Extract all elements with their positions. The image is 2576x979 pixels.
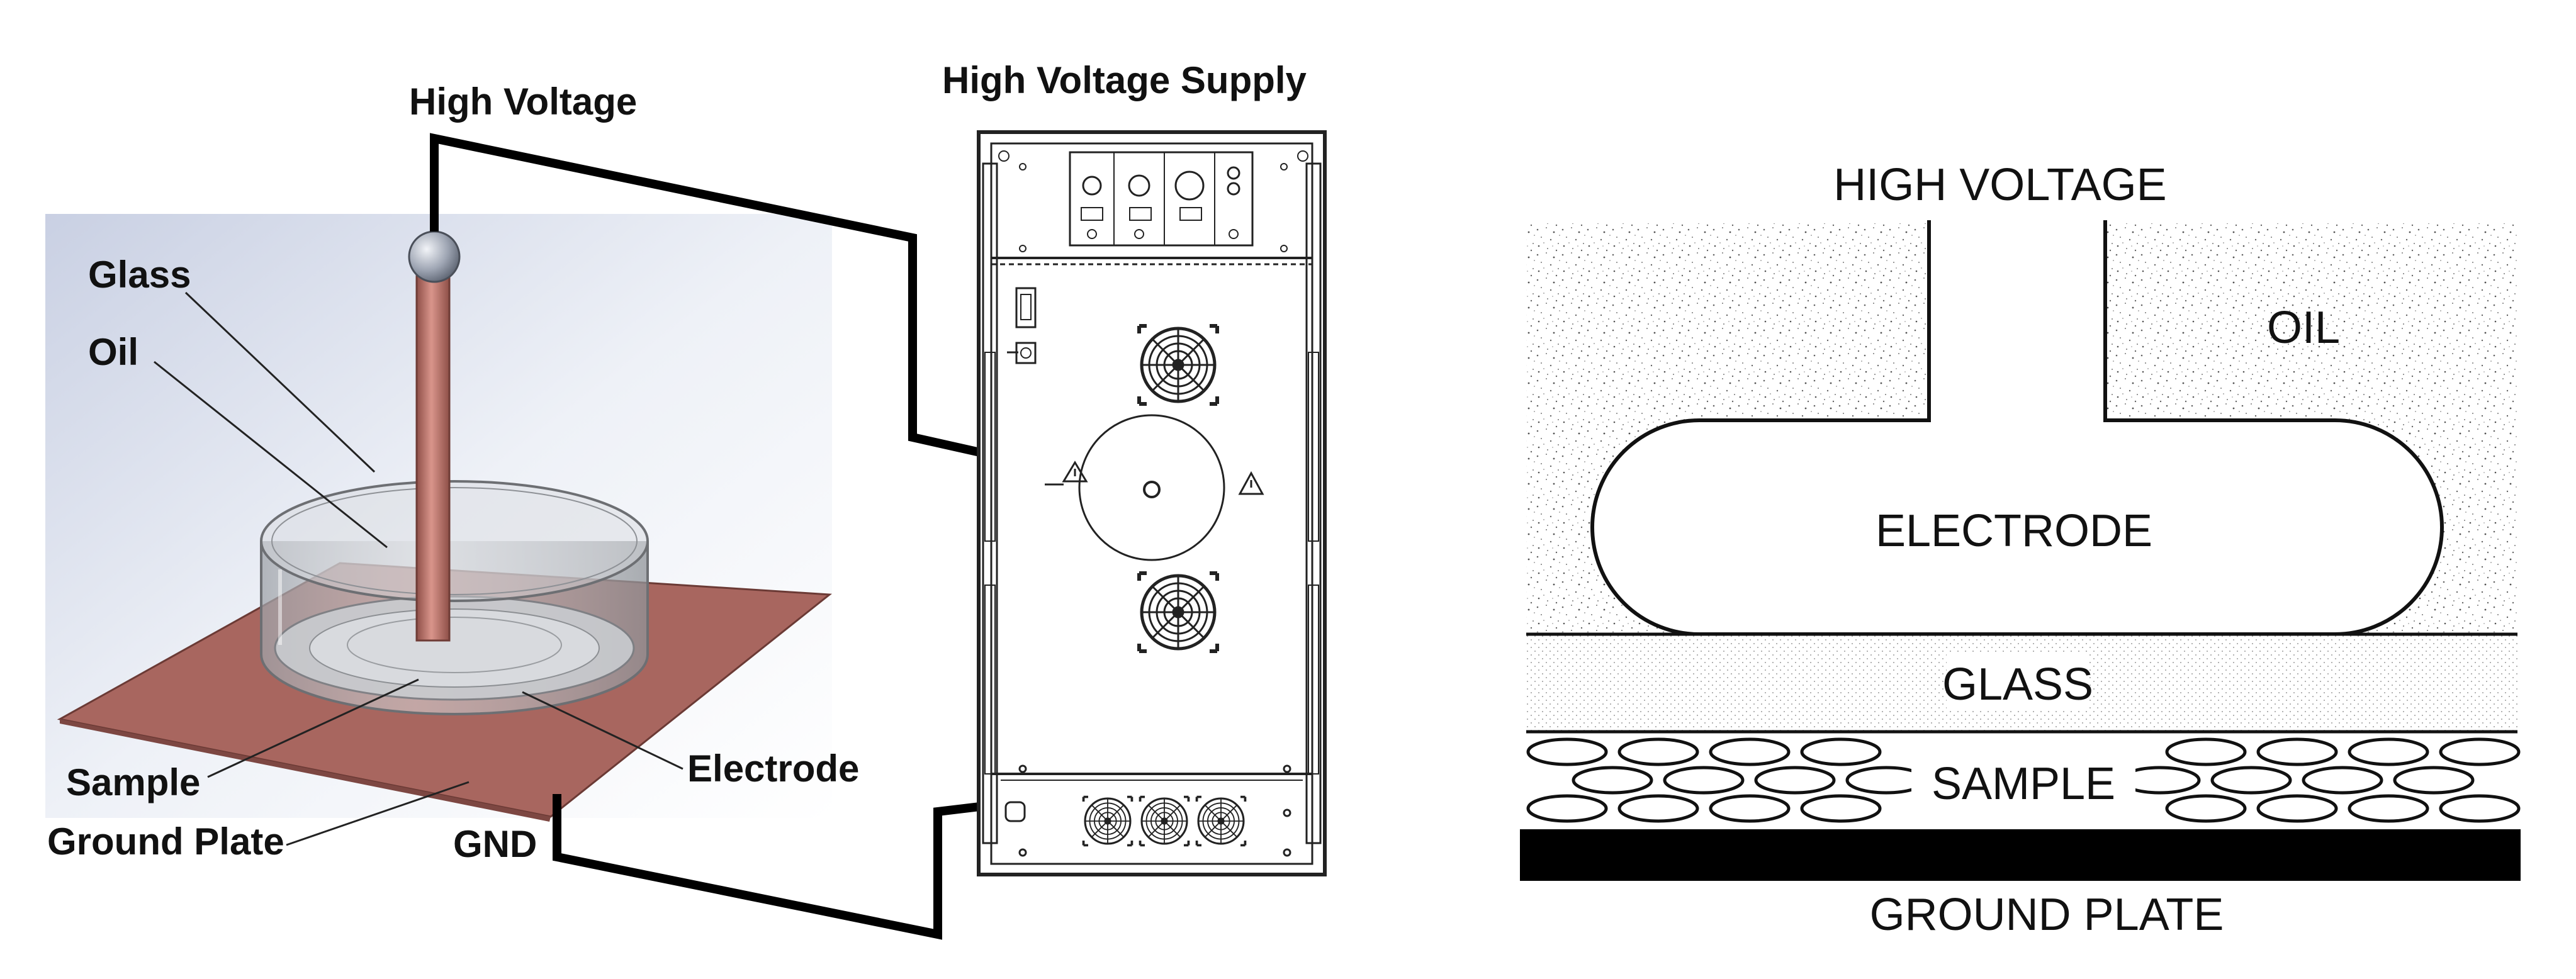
sample-grain xyxy=(1572,766,1653,795)
sample-grain xyxy=(1709,794,1791,823)
sample-grain xyxy=(1617,737,1699,766)
sample-grain xyxy=(1709,737,1791,766)
cross-section-diagram xyxy=(1520,214,2521,881)
rlabel-high-voltage: HIGH VOLTAGE xyxy=(1833,160,2166,210)
sample-grain xyxy=(2165,737,2247,766)
sample-grain xyxy=(2393,766,2475,795)
hv-rod xyxy=(415,274,451,642)
rlabel-glass: GLASS xyxy=(1942,659,2093,710)
hv-supply-bottom-fans xyxy=(1082,795,1247,847)
sample-grain xyxy=(1617,794,1699,823)
label-sample: Sample xyxy=(66,761,200,803)
glass-container xyxy=(260,480,649,715)
sample-grain xyxy=(2348,794,2429,823)
apparatus-illustration xyxy=(45,214,832,822)
sample-grain xyxy=(1663,766,1745,795)
sample-grain xyxy=(2256,737,2338,766)
label-glass: Glass xyxy=(88,254,191,296)
sample-grain xyxy=(2256,794,2338,823)
sample-grain xyxy=(2439,794,2521,823)
sample-grain xyxy=(2165,794,2247,823)
label-electrode: Electrode xyxy=(687,747,859,790)
ground-plate-bar xyxy=(1520,829,2521,881)
label-oil: Oil xyxy=(88,331,138,373)
sample-grain xyxy=(2348,737,2429,766)
hv-terminal-ball xyxy=(408,230,461,283)
hv-supply-unit xyxy=(977,130,1327,876)
sample-grain xyxy=(2302,766,2383,795)
label-ground-plate: Ground Plate xyxy=(47,820,284,863)
rlabel-sample: SAMPLE xyxy=(1932,759,2115,809)
sample-grain xyxy=(2210,766,2292,795)
sample-grain xyxy=(1800,794,1882,823)
label-gnd: GND xyxy=(453,823,537,865)
sample-grain xyxy=(1754,766,1836,795)
sample-grain xyxy=(2439,737,2521,766)
rlabel-electrode: ELECTRODE xyxy=(1876,506,2152,556)
sample-grain xyxy=(1800,737,1882,766)
sample-grain xyxy=(1526,794,1608,823)
gnd-wire xyxy=(553,794,1017,940)
sample-layer[interactable] xyxy=(1526,737,2521,823)
label-high-voltage: High Voltage xyxy=(409,81,637,123)
sample-grain xyxy=(1526,737,1608,766)
label-hv-supply: High Voltage Supply xyxy=(942,59,1307,101)
rlabel-oil: OIL xyxy=(2267,303,2340,353)
leader-lines xyxy=(154,291,683,846)
rlabel-ground-plate: GROUND PLATE xyxy=(1870,890,2224,940)
